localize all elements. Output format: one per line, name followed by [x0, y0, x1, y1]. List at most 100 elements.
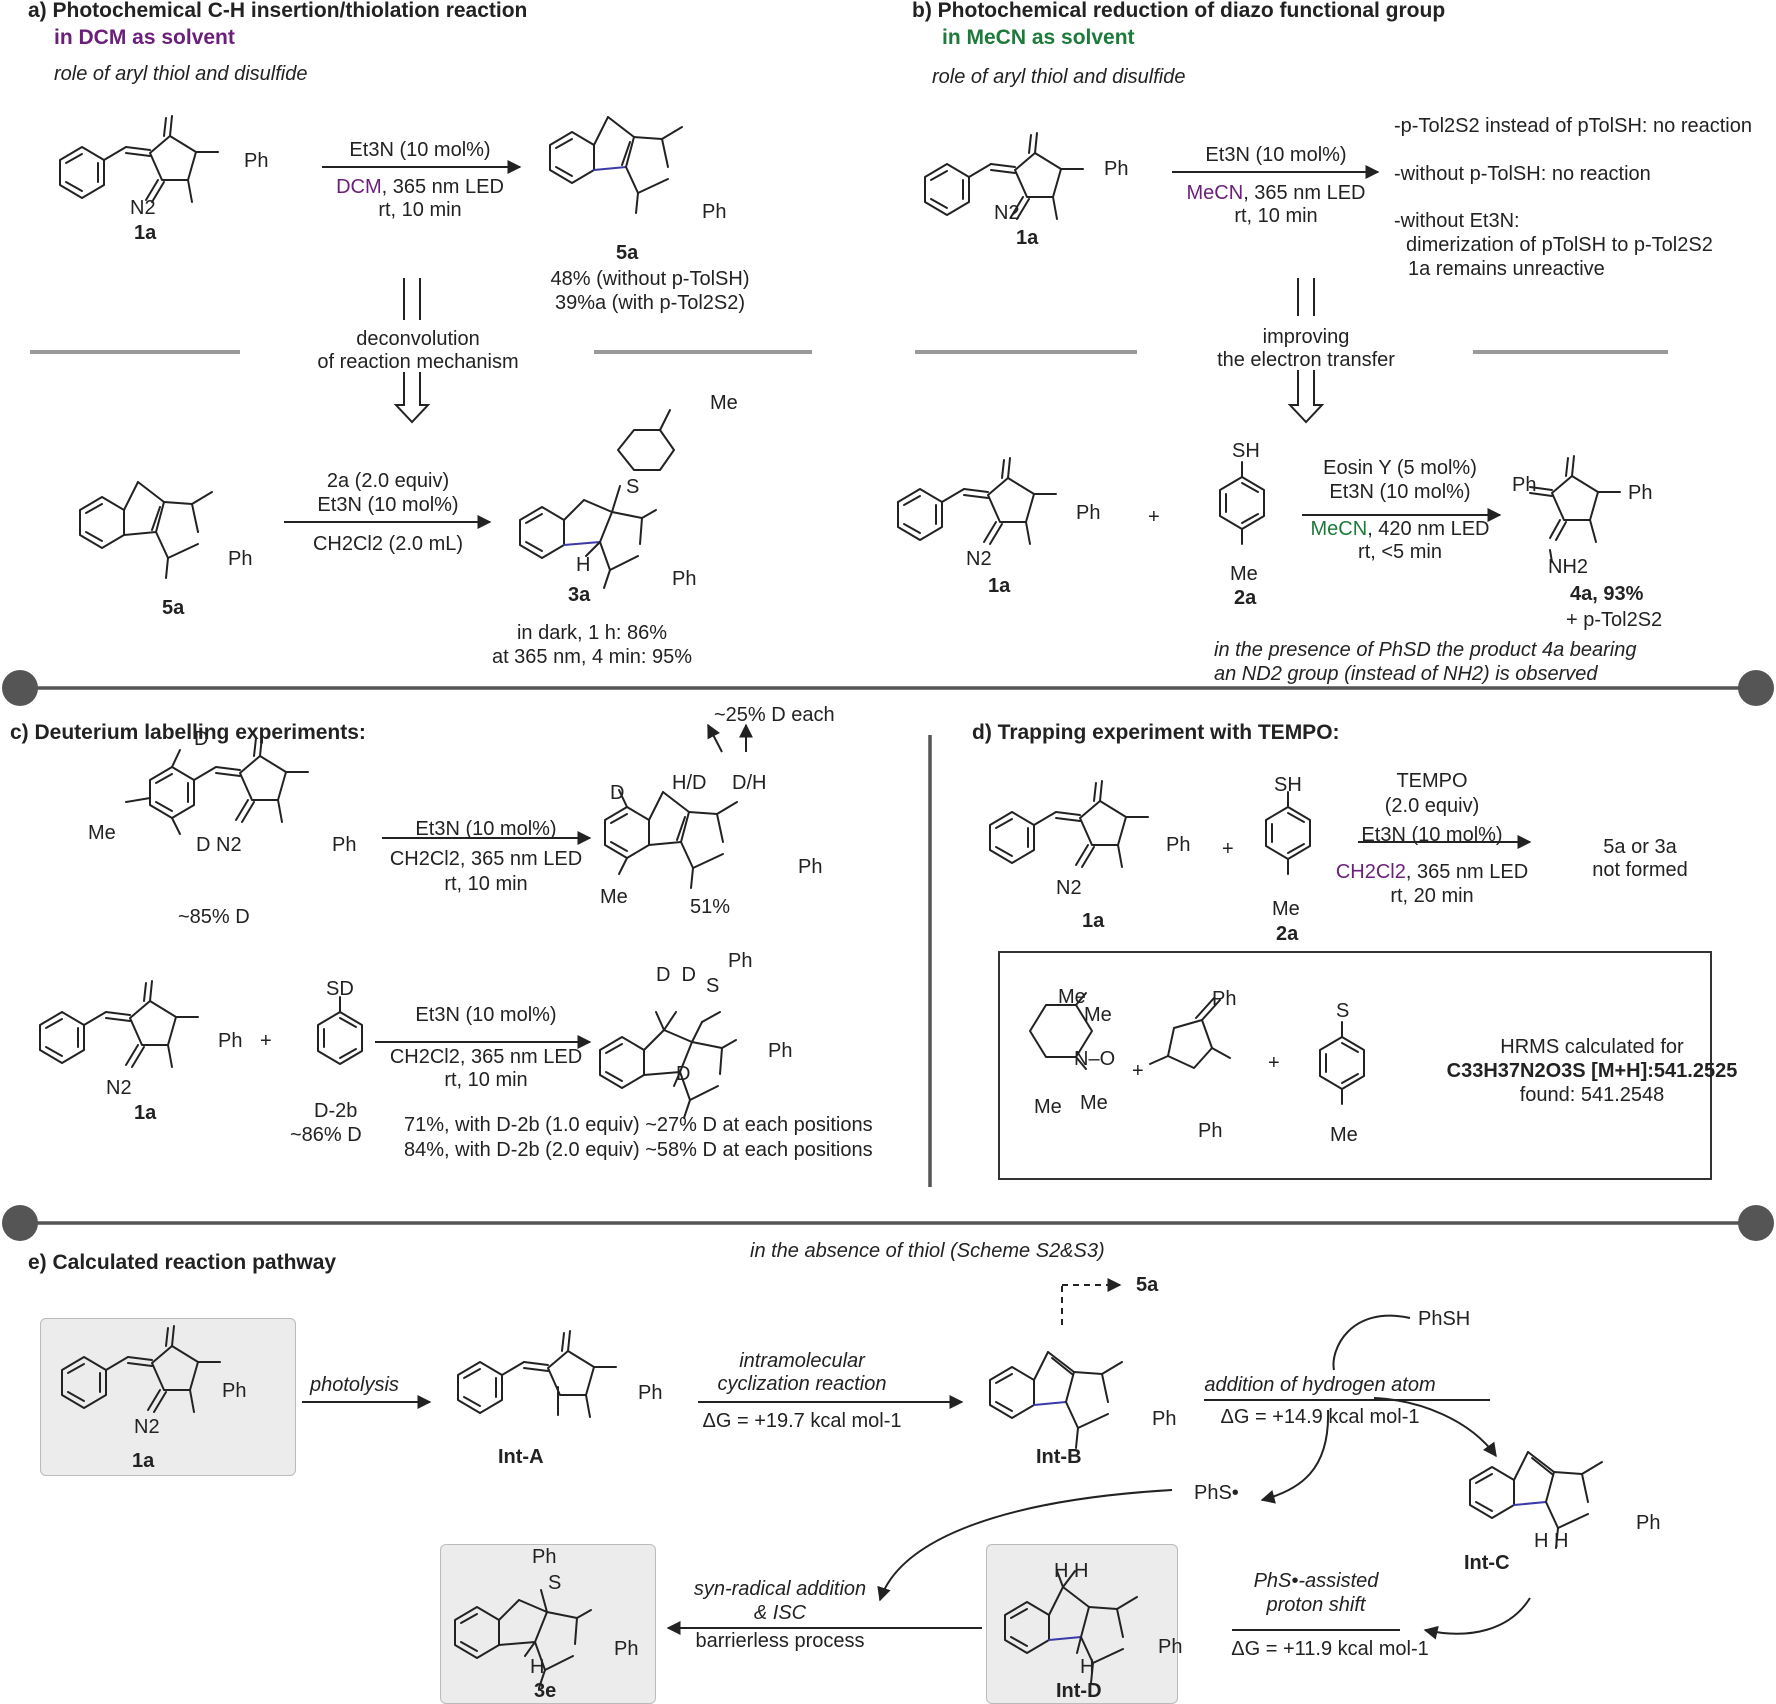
cyc-1: intramolecular — [739, 1350, 865, 1372]
molecule-int-b — [989, 1351, 1123, 1449]
cond-b-3: rt, 10 min — [1234, 205, 1318, 227]
phsh: PhSH — [1418, 1308, 1471, 1330]
label-ph-5a-bottom: Ph — [228, 548, 253, 570]
cond-b-b4: rt, <5 min — [1358, 541, 1442, 563]
cond-d-4-solvent: CH2Cl2 — [1335, 861, 1406, 883]
molecule-1a-eosin — [897, 457, 1057, 545]
cond-c-b3: rt, 10 min — [444, 1069, 528, 1091]
divider-lines — [2, 350, 1774, 1241]
cond-a-b2: Et3N (10 mol%) — [317, 494, 459, 516]
obs-2: -without p-TolSH: no reaction — [1394, 163, 1651, 185]
label-ph-3a: Ph — [672, 568, 697, 590]
molecule-int-a — [457, 1330, 617, 1418]
dg-1: ΔG = +19.7 kcal mol-1 — [702, 1410, 902, 1432]
cond-d-1: TEMPO — [1396, 770, 1468, 792]
label-me-d: Me — [1272, 898, 1300, 920]
hrms-3: found: 541.2548 — [1519, 1084, 1665, 1106]
label-3e: 3e — [534, 1680, 557, 1702]
molecule-d-2b — [317, 996, 363, 1065]
label-hh-int-c: H H — [1534, 1530, 1569, 1552]
res-1: 71%, with D-2b (1.0 equiv) ~27% D at eac… — [404, 1114, 873, 1136]
label-sd: SD — [326, 978, 354, 1000]
label-ph-spiro: Ph — [728, 950, 753, 972]
obs-1: -p-Tol2S2 instead of pTolSH: no reaction — [1394, 115, 1752, 137]
label-5a-e: 5a — [1136, 1274, 1159, 1296]
label-ph-d: Ph — [1166, 834, 1191, 856]
label-ph-int-b: Ph — [1152, 1408, 1177, 1430]
label-d2b: D-2b — [314, 1100, 358, 1122]
panel-a-title: a) Photochemical C-H insertion/thiolatio… — [28, 0, 528, 22]
panel-b-solvent: in MeCN as solvent — [942, 26, 1135, 49]
label-n2-1a-c: N2 — [106, 1077, 132, 1099]
label-me-3a: Me — [710, 392, 738, 414]
label-s-3e: S — [548, 1572, 562, 1594]
molecule-2a-panel-d — [1265, 791, 1311, 875]
cond-a-2-rest: , 365 nm LED — [381, 176, 504, 198]
molecule-3e — [454, 1589, 592, 1689]
cond-a-b1: 2a (2.0 equiv) — [326, 470, 450, 492]
label-s-spiro: S — [706, 975, 720, 997]
label-n2-c: N2 — [216, 834, 242, 856]
syn-1: syn-radical addition — [693, 1578, 867, 1600]
dg-3: ΔG = +11.9 kcal mol-1 — [1231, 1638, 1429, 1660]
label-n2-e: N2 — [134, 1416, 160, 1438]
label-5a-top: 5a — [616, 242, 639, 264]
cond-b-b1: Eosin Y (5 mol%) — [1323, 457, 1477, 479]
tempo-me-4: Me — [1080, 1092, 1108, 1114]
highlight-box-1a — [40, 1318, 296, 1476]
label-me-prod: Me — [600, 886, 628, 908]
label-1a-c: 1a — [134, 1102, 157, 1124]
molecule-5a-top — [549, 116, 683, 214]
molecule-int-c — [1469, 1451, 1603, 1549]
label-ph-a: Ph — [244, 150, 269, 172]
tempo-me-1: Me — [1058, 986, 1086, 1008]
label-ph-e: Ph — [222, 1380, 247, 1402]
barrierless: barrierless process — [695, 1630, 865, 1652]
plus-d: + — [1222, 838, 1234, 860]
label-1a-d: 1a — [1082, 910, 1105, 932]
note-1: in the presence of PhSD the product 4a b… — [1214, 639, 1637, 661]
phs-rad: PhS• — [1194, 1482, 1239, 1504]
label-me-c: Me — [88, 822, 116, 844]
label-d-prod: D — [610, 782, 625, 804]
highlight-box-int-d — [986, 1544, 1178, 1704]
plus-d-3: + — [1268, 1052, 1280, 1074]
proton-1: PhS•-assisted — [1253, 1570, 1379, 1592]
molecule-2a-eosin — [1219, 461, 1265, 545]
light-yield: at 365 nm, 4 min: 95% — [491, 646, 693, 668]
result-d-2: not formed — [1592, 859, 1688, 881]
label-5a-bottom: 5a — [162, 597, 185, 619]
cond-a-3: rt, 10 min — [378, 199, 462, 221]
label-2a: 2a — [1234, 587, 1257, 609]
label-2a-d: 2a — [1276, 923, 1299, 945]
panel-a-role: role of aryl thiol and disulfide — [54, 63, 308, 85]
label-n2-b: N2 — [994, 202, 1020, 224]
label-ph-3e: Ph — [532, 1546, 557, 1568]
label-ph-int-a: Ph — [638, 1382, 663, 1404]
label-h-int-d: H — [1080, 1656, 1095, 1678]
label-ph-c: Ph — [332, 834, 357, 856]
absence-note: in the absence of thiol (Scheme S2&S3) — [750, 1240, 1105, 1262]
label-sh-d: SH — [1274, 774, 1302, 796]
reaction-arrows — [284, 160, 1532, 1640]
plus-tol: + p-Tol2S2 — [1566, 609, 1663, 631]
label-ph-prod: Ph — [798, 856, 823, 878]
molecule-int-d — [1004, 1570, 1138, 1684]
cond-d-4: CH2Cl2, 365 nm LED — [1336, 861, 1528, 883]
tempo-me-3: Me — [1034, 1096, 1062, 1118]
cond-b-b2: Et3N (10 mol%) — [1329, 481, 1471, 503]
label-ph-carbene-n: Ph — [1198, 1120, 1223, 1142]
label-4a: 4a, 93% — [1570, 583, 1644, 605]
label-d-bottom: D — [196, 834, 211, 856]
cond-c-1: Et3N (10 mol%) — [415, 818, 557, 840]
label-me-tolyl: Me — [1330, 1124, 1358, 1146]
deconv-1: deconvolution — [356, 328, 480, 350]
molecule-1a-top-right — [924, 132, 1084, 220]
cond-b-2-solvent: MeCN — [1186, 182, 1244, 204]
cond-c-2: CH2Cl2, 365 nm LED — [389, 848, 583, 870]
label-d-top: D — [194, 728, 209, 750]
label-ph-3e-n: Ph — [614, 1638, 639, 1660]
cond-b-b3-solvent: MeCN — [1310, 518, 1368, 540]
dg-2: ΔG = +14.9 kcal mol-1 — [1220, 1406, 1420, 1428]
improve-2: the electron transfer — [1217, 349, 1395, 371]
